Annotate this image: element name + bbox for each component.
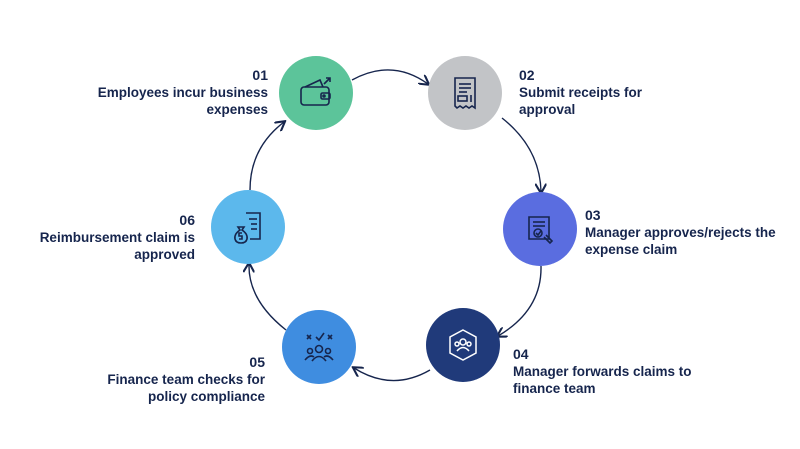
step-06-circle xyxy=(211,190,285,264)
arrow-02-03 xyxy=(501,117,541,192)
step-02-circle xyxy=(428,56,502,130)
step-03-label: 03 Manager approves/rejects the expense … xyxy=(585,207,795,258)
step-06-text: Reimbursement claim is approved xyxy=(39,230,195,262)
arrow-03-04 xyxy=(498,265,542,336)
step-03-number: 03 xyxy=(585,207,601,223)
step-04-circle xyxy=(426,308,500,382)
step-02-text: Submit receipts for approval xyxy=(519,85,643,117)
receipt-icon xyxy=(454,77,476,110)
step-01-label: 01 Employees incur business expenses xyxy=(68,67,268,118)
step-06-number: 06 xyxy=(179,212,195,228)
step-01-number: 01 xyxy=(252,67,268,83)
step-01-text: Employees incur business expenses xyxy=(97,85,268,117)
team-checklist-icon xyxy=(304,332,334,362)
money-bag-document-icon xyxy=(234,212,261,244)
arrow-01-02 xyxy=(351,69,428,84)
step-06-label: 06 Reimbursement claim is approved xyxy=(5,212,195,263)
arrow-06-01 xyxy=(249,122,284,191)
arrow-04-05 xyxy=(354,368,431,382)
arrow-05-06 xyxy=(249,264,287,331)
step-01-circle xyxy=(279,56,353,130)
step-05-circle xyxy=(282,310,356,384)
wallet-icon xyxy=(300,77,331,106)
step-04-number: 04 xyxy=(513,346,529,362)
step-02-number: 02 xyxy=(519,67,535,83)
step-04-text: Manager forwards claims to finance team xyxy=(513,364,692,396)
step-02-label: 02 Submit receipts for approval xyxy=(519,67,699,118)
step-05-text: Finance team checks for policy complianc… xyxy=(107,372,265,404)
step-05-number: 05 xyxy=(249,354,265,370)
team-network-icon xyxy=(449,329,477,361)
step-05-label: 05 Finance team checks for policy compli… xyxy=(65,354,265,405)
step-03-circle xyxy=(503,192,577,266)
step-03-text: Manager approves/rejects the expense cla… xyxy=(585,225,776,257)
approved-document-icon xyxy=(528,216,554,245)
step-04-label: 04 Manager forwards claims to finance te… xyxy=(513,346,723,397)
